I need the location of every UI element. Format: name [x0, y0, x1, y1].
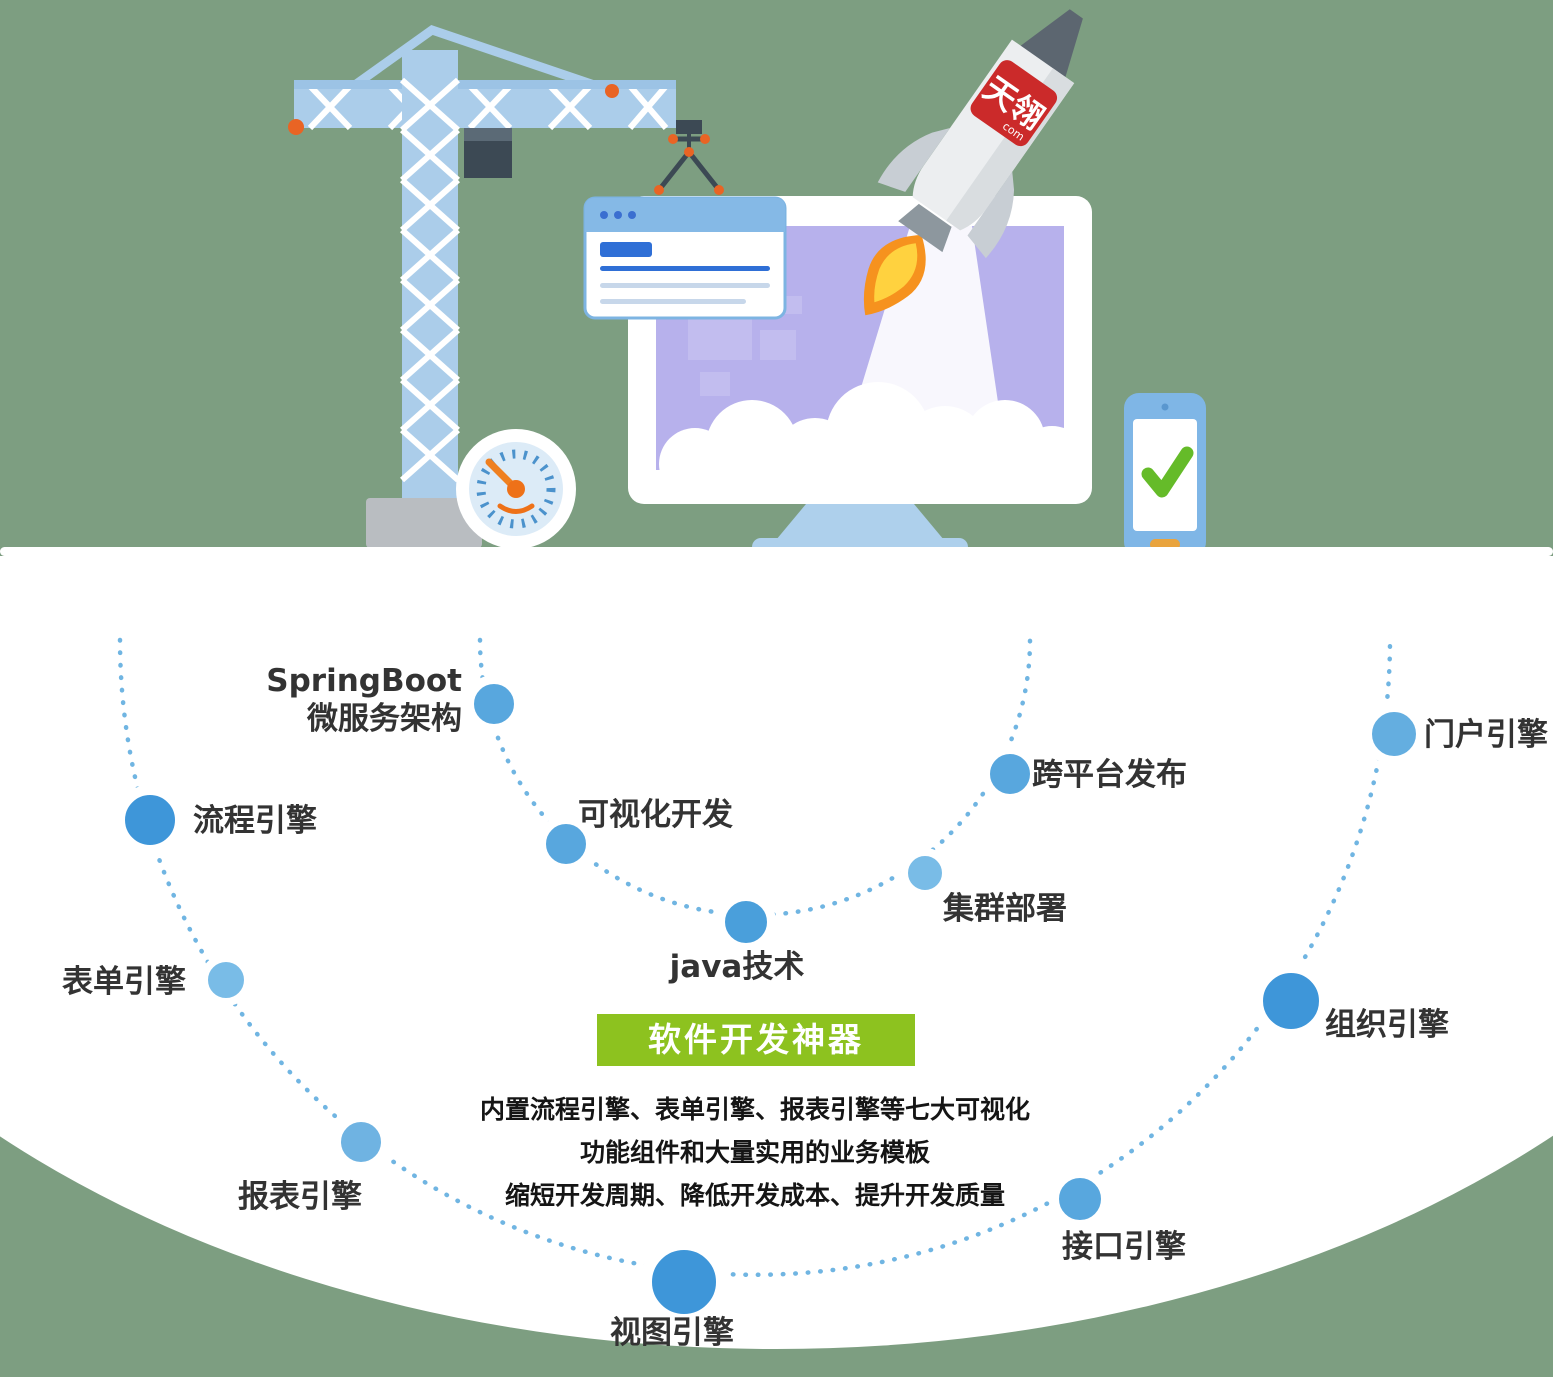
label-springboot: SpringBoot 微服务架构 [240, 662, 462, 738]
rocket-nozzle [898, 203, 952, 253]
browser-window [583, 196, 787, 320]
label-form-engine: 表单引擎 [62, 964, 186, 1000]
phone-speaker [1161, 403, 1169, 411]
rocket-nose [1018, 9, 1083, 80]
clouds [659, 382, 1064, 470]
node-form-engine [200, 954, 252, 1006]
crane-illustration [288, 24, 724, 548]
description-line2: 功能组件和大量实用的业务模板 [579, 1138, 930, 1167]
browser-line [600, 283, 770, 288]
description-line3: 缩短开发周期、降低开发成本、提升开发质量 [504, 1181, 1005, 1210]
label-java-tech: java技术 [669, 949, 805, 985]
browser-dot [600, 211, 608, 219]
rocket-logo: 天翎 com [970, 60, 1058, 147]
label-visual-dev: 可视化开发 [578, 797, 733, 833]
label-report-engine: 报表引擎 [238, 1179, 362, 1215]
crane-mast [402, 50, 458, 510]
rocket-fin-right [967, 171, 1015, 259]
node-springboot [465, 675, 523, 733]
feature-diagram-section [0, 556, 1553, 1377]
label-cluster-deploy: 集群部署 [943, 891, 1067, 927]
rocket: 天翎 com [863, 9, 1083, 316]
browser-button-block [600, 242, 652, 257]
check-icon [1141, 446, 1194, 498]
label-view-engine: 视图引擎 [610, 1315, 734, 1351]
label-portal-engine: 门户引擎 [1424, 717, 1548, 753]
node-java-tech [716, 892, 776, 952]
label-springboot-line1: SpringBoot [266, 663, 462, 699]
dotted-arcs [117, 637, 1393, 1278]
label-org-engine: 组织引擎 [1325, 1007, 1449, 1043]
hero-illustration: 天翎 com [288, 9, 1206, 557]
counterweight-top [464, 128, 512, 141]
label-cross-platform: 跨平台发布 [1032, 757, 1187, 793]
monitor-stand [776, 504, 944, 540]
outer-arc [117, 637, 1393, 1278]
rocket-fin-left [877, 128, 950, 192]
description-text: 内置流程引擎、表单引擎、报表引擎等七大可视化 功能组件和大量实用的业务模板 缩短… [395, 1088, 1115, 1217]
mast-lattice [400, 77, 460, 483]
gauge-arc [497, 503, 535, 514]
node-portal-engine [1363, 703, 1425, 765]
browser-line [600, 299, 746, 304]
jib-joint-dot [288, 119, 304, 135]
gauge-ticks [476, 449, 556, 529]
phone [1124, 393, 1206, 557]
ground-line [0, 547, 1553, 556]
browser-dot [628, 211, 636, 219]
diagram-background [0, 556, 1553, 1349]
label-process-engine: 流程引擎 [193, 803, 317, 839]
node-cross-platform [981, 745, 1039, 803]
browser-dot [614, 211, 622, 219]
trolley [676, 120, 702, 134]
rocket-flame [863, 235, 926, 316]
gauge [456, 429, 576, 549]
node-visual-dev [537, 815, 595, 873]
label-interface-engine: 接口引擎 [1062, 1229, 1186, 1265]
node-report-engine [332, 1113, 390, 1171]
label-springboot-line2: 微服务架构 [307, 701, 462, 737]
browser-line [600, 266, 770, 271]
crane-hook [654, 134, 724, 195]
node-org-engine [1252, 962, 1330, 1040]
browser-header [585, 198, 785, 232]
description-line1: 内置流程引擎、表单引擎、报表引擎等七大可视化 [479, 1095, 1030, 1124]
crane-base [366, 498, 482, 548]
jib-joint-dot [605, 84, 619, 98]
gauge-hub [507, 480, 525, 498]
badge-title: 软件开发神器 [597, 1014, 915, 1066]
node-process-engine [115, 785, 185, 855]
node-interface-engine [1050, 1169, 1110, 1229]
jib-top-chord [294, 80, 676, 89]
node-cluster-deploy [900, 848, 950, 898]
